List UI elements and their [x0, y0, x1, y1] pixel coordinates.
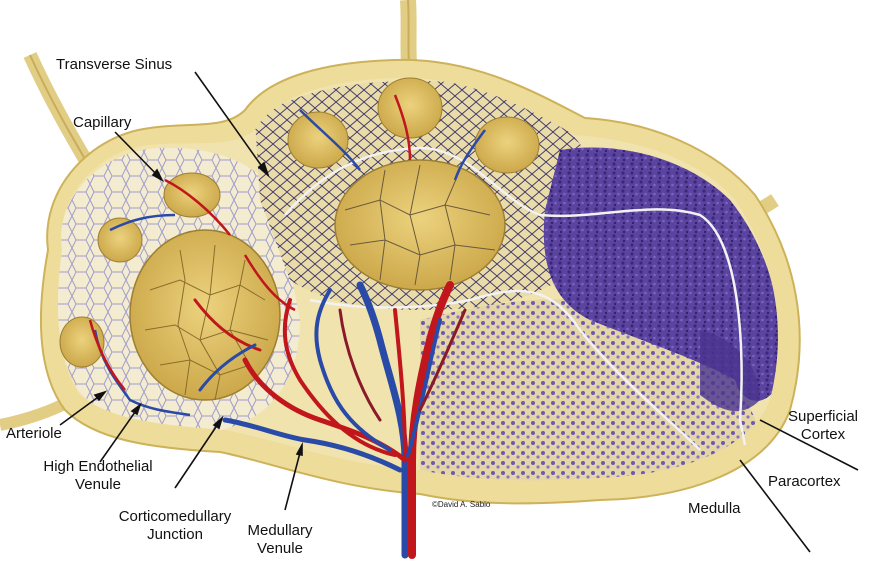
label-corticomedullary-junction-line2: Junction — [100, 526, 250, 544]
label-superficial-cortex-line2: Cortex — [776, 426, 870, 444]
label-paracortex: Paracortex — [768, 473, 841, 491]
label-medullary-venule: Medullary Venule — [230, 522, 330, 558]
illustration-credit: ©David A. Sabio — [432, 500, 490, 509]
label-medullary-venule-line2: Venule — [230, 540, 330, 558]
label-high-endothelial-venule-line2: Venule — [28, 476, 168, 494]
label-arteriole: Arteriole — [6, 425, 62, 443]
label-corticomedullary-junction-line1: Corticomedullary — [100, 508, 250, 526]
label-high-endothelial-venule-line1: High Endothelial — [28, 458, 168, 476]
label-superficial-cortex-line1: Superficial — [776, 408, 870, 426]
label-corticomedullary-junction: Corticomedullary Junction — [100, 508, 250, 544]
label-medullary-venule-line1: Medullary — [230, 522, 330, 540]
label-transverse-sinus: Transverse Sinus — [56, 56, 172, 74]
label-superficial-cortex: Superficial Cortex — [776, 408, 870, 444]
label-capillary: Capillary — [73, 114, 131, 132]
label-medulla: Medulla — [688, 500, 741, 518]
label-high-endothelial-venule: High Endothelial Venule — [28, 458, 168, 494]
